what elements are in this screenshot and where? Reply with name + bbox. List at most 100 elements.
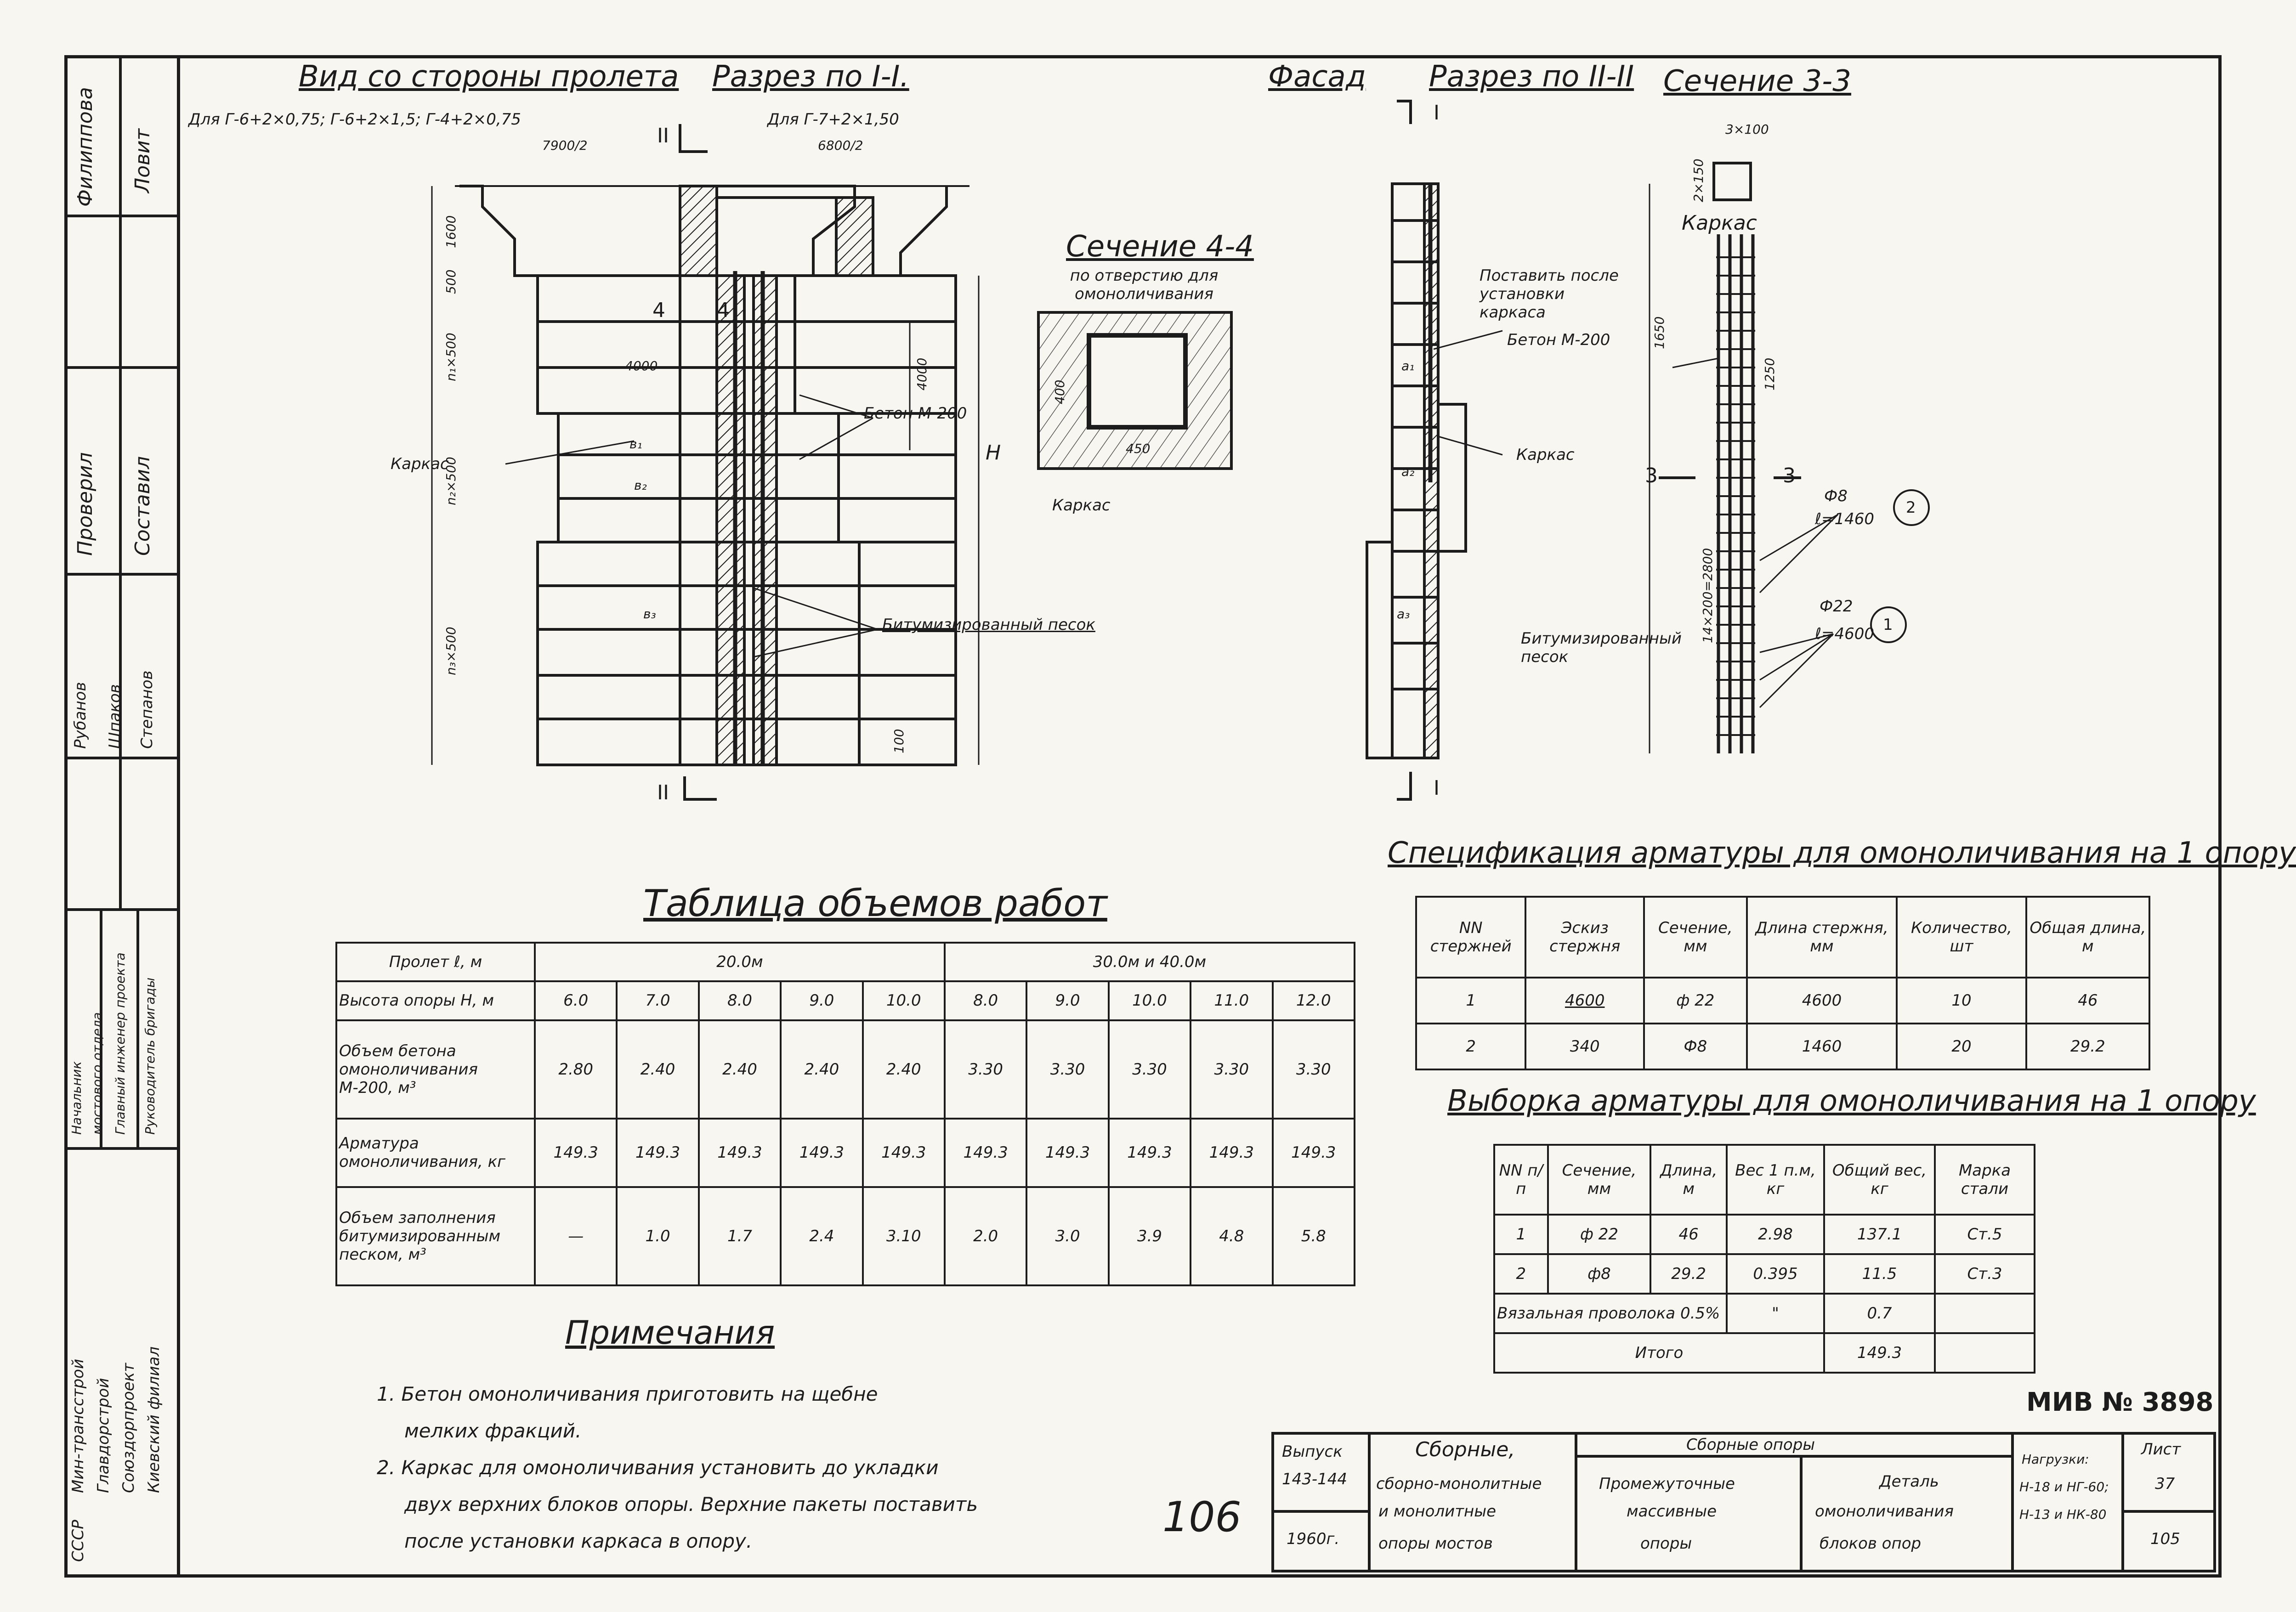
cell: 2.40	[616, 1019, 700, 1120]
sel-header: Общий вес, кг	[1823, 1143, 1936, 1216]
cell: 3.9	[1107, 1186, 1192, 1287]
cell: 2.98	[1725, 1214, 1825, 1256]
cell: 9.0	[780, 980, 864, 1021]
section-2-beton-label: Бетон М-200	[1507, 331, 1610, 349]
span-view-title: Вид со стороны пролета	[299, 60, 679, 94]
bar2-tag: 2	[1906, 498, 1916, 517]
marker-4-left: 4	[652, 299, 665, 322]
dim-b1: в₁	[629, 436, 642, 452]
section-1-title: Разрез по I-I.	[712, 60, 909, 94]
cell: ф8	[1547, 1253, 1652, 1295]
dim-400: 400	[1052, 379, 1067, 404]
wire-value: 0.7	[1823, 1293, 1936, 1334]
spec-header: Общая длина, м	[2025, 895, 2151, 979]
sel-header: Длина, м	[1650, 1143, 1728, 1216]
cell: 149.3	[1271, 1117, 1356, 1188]
note-line-5: после установки каркаса в опору.	[404, 1530, 753, 1552]
marker-I-top: I	[1434, 101, 1440, 124]
total-label: Итого	[1493, 1332, 1825, 1374]
cell: 1	[1415, 977, 1527, 1025]
cell: 10	[1896, 977, 2027, 1025]
cell: 2.0	[943, 1186, 1028, 1287]
cell: 29.2	[1650, 1253, 1728, 1295]
strip-org-2: Мин-трансстрой	[69, 1358, 87, 1493]
cell: 2	[1493, 1253, 1549, 1295]
strip-org-5: Киевский филиал	[145, 1346, 163, 1493]
strip-org-3: Главдорстрой	[94, 1378, 113, 1493]
cell: ф 22	[1643, 977, 1748, 1025]
cell: 11.5	[1823, 1253, 1936, 1295]
bar1-tag: 1	[1883, 616, 1893, 634]
detail-line-2: омоноличивания	[1815, 1502, 1954, 1521]
table-row: Высота опоры H, м 6.0 7.0 8.0 9.0 10.0 8…	[335, 980, 1356, 1021]
dim-1250: 1250	[1762, 357, 1777, 390]
table-row: Объем бетона омоноличивания М-200, м³ 2.…	[335, 1019, 1356, 1120]
issue-value: 143-144	[1282, 1470, 1348, 1488]
dim-1600: 1600	[443, 215, 459, 248]
cell: 3.30	[1271, 1019, 1356, 1120]
section-2-bitum-label: Битумизированный песок	[1521, 629, 1682, 666]
cell: 149.3	[616, 1117, 700, 1188]
section-1-note: Для Г-7+2×1,50	[767, 110, 899, 129]
section-3-title: Сечение 3-3	[1663, 64, 1851, 98]
table-row: Арматура омоноличивания, кг 149.3 149.3 …	[335, 1117, 1356, 1188]
dim-a3: a₃	[1397, 606, 1410, 622]
cell: 4600	[1746, 977, 1898, 1025]
notes-title: Примечания	[565, 1314, 775, 1352]
sheet-label: Лист	[2141, 1440, 2181, 1459]
bar-sketch: 340	[1525, 1023, 1645, 1070]
loads-line-3: Н-13 и НК-80	[2019, 1507, 2107, 1522]
series-line-2: сборно-монолитные	[1376, 1475, 1542, 1493]
cell: 149.3	[943, 1117, 1028, 1188]
note-line-4: двух верхних блоков опоры. Верхние пакет…	[404, 1493, 978, 1516]
cell: 29.2	[2025, 1023, 2151, 1070]
strip-org-1: СССР	[69, 1520, 87, 1562]
cell: 4.8	[1190, 1186, 1274, 1287]
strip-role-5: Рубанов	[71, 682, 90, 749]
marker-II-top: II	[657, 124, 669, 147]
cell: 149.3	[533, 1117, 618, 1188]
dim-a2: a₂	[1401, 464, 1415, 479]
cell: 2.40	[862, 1019, 946, 1120]
sel-header: Сечение, мм	[1547, 1143, 1652, 1216]
note-line-3: 2. Каркас для омоноличивания установить …	[377, 1456, 939, 1479]
wire-label: Вязальная проволока 0.5%	[1493, 1293, 1728, 1334]
cell: 3.30	[1026, 1019, 1110, 1120]
strip-chief-1: Начальник	[69, 1061, 84, 1135]
dim-500: 500	[443, 269, 459, 294]
cell: 137.1	[1823, 1214, 1936, 1256]
cell: 1.7	[697, 1186, 782, 1287]
cell: 1	[1493, 1214, 1549, 1256]
dim-1650: 1650	[1652, 316, 1667, 349]
cell: 2.4	[780, 1186, 864, 1287]
cell: 8.0	[943, 980, 1028, 1021]
table-row: Вязальная проволока 0.5% " 0.7	[1493, 1293, 2035, 1334]
strip-role-6: Шпаков	[106, 684, 124, 749]
cell: ф 22	[1547, 1214, 1652, 1256]
dim-450: 450	[1126, 441, 1151, 456]
cell: 149.3	[697, 1117, 782, 1188]
cell: 5.8	[1271, 1186, 1356, 1287]
detail-line-3: блоков опор	[1820, 1534, 1922, 1553]
sheet-value: 37	[2155, 1475, 2175, 1493]
cell: 12.0	[1271, 980, 1356, 1021]
cage-title: Каркас	[1682, 211, 1757, 235]
cell: 149.3	[1107, 1117, 1192, 1188]
dim-b2: в₂	[634, 478, 647, 493]
strip-chief-3: Главный инженер проекта	[113, 952, 128, 1135]
issue-label: Выпуск	[1282, 1442, 1343, 1461]
strip-chief-4: Руководитель бригады	[142, 977, 158, 1135]
archive-stamp: МИВ № 3898	[2026, 1387, 2214, 1417]
dim-H: H	[986, 441, 1001, 464]
dim-4000-a: 4000	[625, 358, 658, 373]
sel-header: Вес 1 п.м, кг	[1725, 1143, 1825, 1216]
row-label: Объем бетона омоноличивания М-200, м³	[335, 1019, 536, 1120]
bar1-size: Ф22	[1820, 597, 1853, 616]
type-line-1: Промежуточные	[1599, 1475, 1735, 1493]
table-row: 2 ф8 29.2 0.395 11.5 Ст.3	[1493, 1253, 2035, 1295]
cell: 46	[2025, 977, 2151, 1025]
dim-n1: n₁×500	[443, 333, 459, 381]
bitum-sand-label: Битумизированный песок	[882, 616, 1095, 634]
series-line-1: Сборные,	[1415, 1438, 1515, 1461]
cell-empty	[1934, 1332, 2035, 1374]
